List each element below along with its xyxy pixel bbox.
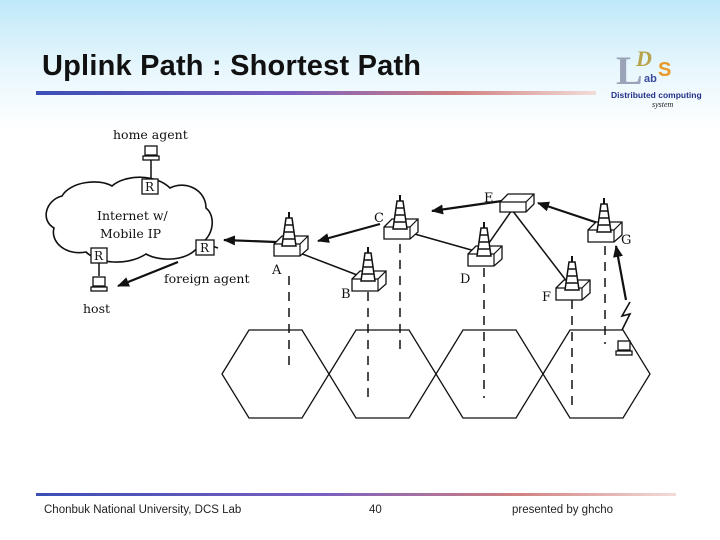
title-underline xyxy=(36,91,596,95)
footer-institution: Chonbuk National University, DCS Lab xyxy=(44,504,242,516)
footer-page-number: 40 xyxy=(369,504,382,516)
mobile-host-computer-icon xyxy=(615,340,633,356)
coverage-dashes xyxy=(288,244,606,412)
svg-text:D: D xyxy=(635,46,652,71)
node-label-g: G xyxy=(621,233,631,248)
internet-label-line2: Mobile IP xyxy=(100,226,161,241)
router-host-label: R xyxy=(94,249,104,263)
host-computer-icon xyxy=(90,276,108,292)
node-label-a: A xyxy=(271,263,282,278)
footer-presenter: presented by ghcho xyxy=(512,504,614,516)
svg-text:S: S xyxy=(658,59,671,81)
svg-text:ab: ab xyxy=(644,73,657,85)
router-foreign-label: R xyxy=(200,241,210,255)
base-station-c xyxy=(383,194,419,240)
svg-text:L: L xyxy=(616,48,643,93)
node-label-b: B xyxy=(341,287,351,302)
node-label-c: C xyxy=(374,211,384,226)
cell-grid xyxy=(221,329,651,419)
wireless-link-icon xyxy=(620,301,632,331)
footer-rule xyxy=(36,493,676,496)
internet-label-line1: Internet w/ xyxy=(97,208,169,223)
home-agent-computer-icon xyxy=(142,145,160,161)
wired-links xyxy=(98,160,569,284)
base-station-g xyxy=(587,197,623,243)
base-station-f xyxy=(555,255,591,301)
logo-subcaption: system xyxy=(652,100,674,109)
path-arrows xyxy=(117,199,628,301)
node-label-e: E xyxy=(484,191,494,206)
base-station-b xyxy=(351,246,387,292)
base-station-d xyxy=(467,221,503,267)
node-label-f: F xyxy=(542,290,551,305)
home-agent-label: home agent xyxy=(113,127,188,142)
dcs-lab-logo: L D S ab Distributed computing system xyxy=(602,42,702,114)
logo-caption: Distributed computing xyxy=(611,90,702,100)
slide-title: Uplink Path : Shortest Path xyxy=(42,50,422,82)
router-home-label: R xyxy=(145,180,155,194)
router-home: R xyxy=(141,178,159,195)
router-host: R xyxy=(90,247,108,264)
host-label: host xyxy=(83,301,110,316)
node-label-d: D xyxy=(460,272,470,287)
base-station-a xyxy=(273,211,309,257)
router-foreign: R xyxy=(195,239,215,256)
foreign-agent-label: foreign agent xyxy=(164,271,249,286)
switch-e xyxy=(499,193,535,213)
